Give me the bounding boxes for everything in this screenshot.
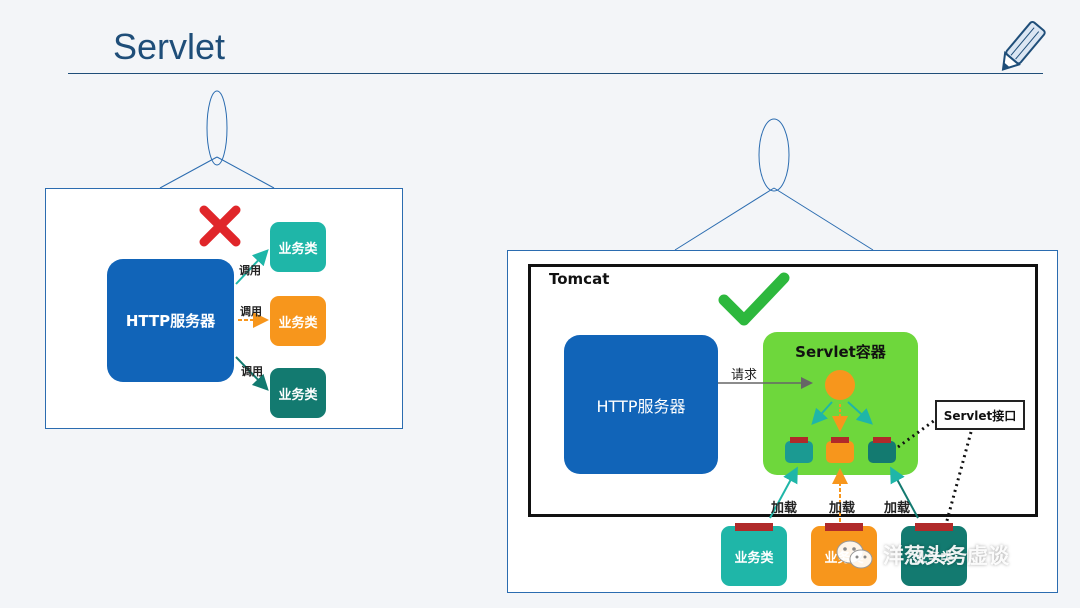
service-box-middle: 业务类 [270, 296, 326, 346]
watermark-text: 洋葱头务虚谈 [883, 544, 1009, 568]
servlet-container-title: Servlet容器 [795, 343, 886, 361]
tomcat-boundary [528, 264, 1038, 517]
request-label: 请求 [731, 368, 758, 383]
wechat-icon [836, 540, 873, 569]
watermark: 洋葱头务虚谈 [835, 538, 1009, 572]
servlet-slot-2 [826, 437, 854, 463]
call-label-bottom: 调用 [241, 365, 263, 378]
call-label-top: 调用 [239, 264, 261, 277]
call-label-middle: 调用 [240, 305, 262, 318]
http-server-right: HTTP服务器 [564, 335, 718, 474]
service-card-3: 业务类 [901, 523, 967, 586]
servlet-slot-3 [868, 437, 896, 463]
load-label-2: 加载 [829, 501, 856, 516]
cross-icon [199, 205, 241, 247]
tomcat-label: Tomcat [549, 270, 610, 288]
service-box-bottom: 业务类 [270, 368, 326, 418]
service-card-1: 业务类 [721, 523, 787, 586]
dispatch-dot [825, 370, 855, 400]
service-box-top: 业务类 [270, 222, 326, 272]
servlet-interface-box: Servlet接口 [935, 400, 1025, 430]
pencil-icon [1001, 20, 1046, 71]
servlet-slot-1 [785, 437, 813, 463]
load-label-1: 加载 [771, 501, 798, 516]
load-label-3: 加载 [884, 501, 911, 516]
slide-title: Servlet [113, 26, 226, 67]
title-divider [68, 73, 1043, 74]
http-server-left: HTTP服务器 [107, 259, 234, 382]
check-icon [718, 272, 790, 326]
